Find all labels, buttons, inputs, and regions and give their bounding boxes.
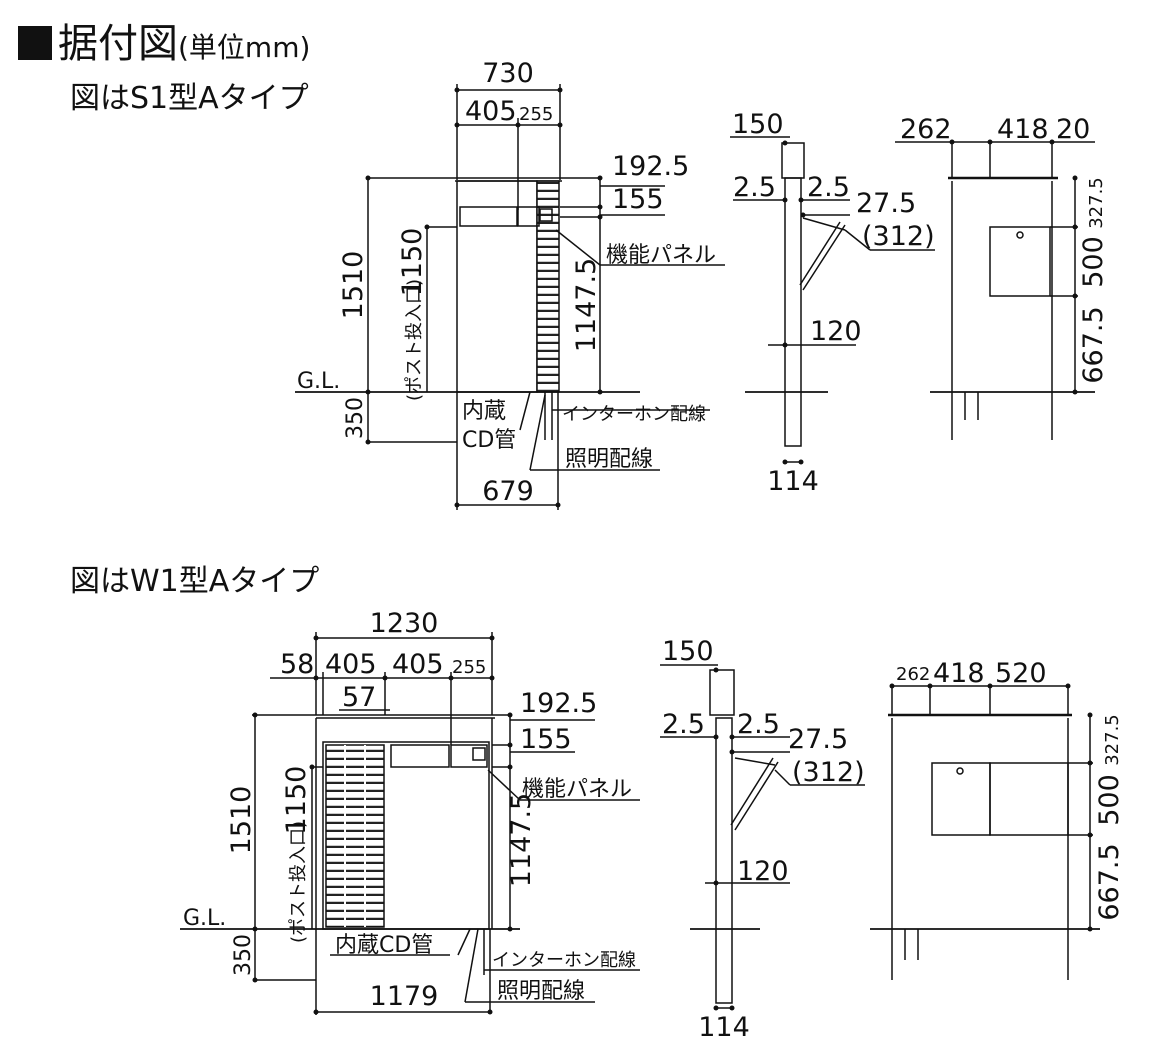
w1-light-label: 照明配線 bbox=[497, 979, 585, 1004]
s1-rear-500: 500 bbox=[1078, 236, 1109, 288]
w1-post-label: (ポスト投入口) bbox=[288, 821, 309, 943]
s1-cd-label-2: CD管 bbox=[462, 428, 516, 453]
w1-side-150: 150 bbox=[662, 636, 714, 667]
s1-rear-20: 20 bbox=[1056, 114, 1090, 145]
w1-width-405-a: 405 bbox=[325, 649, 377, 680]
s1-side-114: 114 bbox=[767, 466, 819, 497]
s1-height-1150: 1150 bbox=[397, 228, 428, 297]
dimension-dots bbox=[252, 87, 1093, 1015]
w1-side-view bbox=[660, 664, 865, 1009]
s1-panel-label: 機能パネル bbox=[606, 243, 716, 268]
w1-front-view bbox=[180, 632, 640, 1015]
s1-width-679: 679 bbox=[482, 476, 534, 507]
w1-rear-500: 500 bbox=[1094, 774, 1125, 826]
w1-height-1150: 1150 bbox=[281, 766, 312, 835]
s1-cd-label-1: 内蔵 bbox=[462, 399, 506, 424]
w1-side-120: 120 bbox=[737, 856, 789, 887]
w1-rear-262: 262 bbox=[896, 664, 930, 685]
w1-width-57: 57 bbox=[342, 682, 376, 713]
title-unit: (単位mm) bbox=[178, 31, 311, 64]
w1-height-1510: 1510 bbox=[226, 786, 257, 855]
s1-dim-192-5: 192.5 bbox=[612, 151, 689, 182]
w1-side-2-5-left: 2.5 bbox=[662, 709, 705, 740]
s1-side-120: 120 bbox=[810, 316, 862, 347]
s1-dim-155: 155 bbox=[612, 184, 664, 215]
s1-post-label: (ポスト投入口) bbox=[404, 279, 425, 401]
w1-height-1147-5: 1147.5 bbox=[506, 793, 537, 887]
s1-rear-667-5: 667.5 bbox=[1078, 306, 1109, 383]
w1-side-312: (312) bbox=[792, 757, 865, 788]
s1-side-27-5: 27.5 bbox=[856, 188, 916, 219]
s1-side-312: (312) bbox=[862, 221, 935, 252]
w1-depth-350: 350 bbox=[231, 934, 256, 976]
s1-intercom-label: インターホン配線 bbox=[562, 404, 706, 425]
w1-cd-label: 内蔵CD管 bbox=[335, 933, 433, 958]
s1-height-1510: 1510 bbox=[338, 251, 369, 320]
s1-gl-label: G.L. bbox=[297, 369, 340, 394]
title-main: 据付図 bbox=[58, 21, 178, 67]
s1-width-255: 255 bbox=[519, 104, 553, 125]
w1-rear-view bbox=[870, 685, 1100, 980]
s1-rear-262: 262 bbox=[900, 114, 952, 145]
s1-rear-418: 418 bbox=[997, 114, 1049, 145]
w1-width-58: 58 bbox=[280, 649, 314, 680]
s1-caption: 図はS1型Aタイプ bbox=[70, 81, 309, 116]
w1-panel-label: 機能パネル bbox=[522, 777, 632, 802]
s1-side-2-5-left: 2.5 bbox=[733, 172, 776, 203]
w1-rear-327-5: 327.5 bbox=[1102, 714, 1123, 766]
s1-width-405: 405 bbox=[465, 96, 517, 127]
s1-light-label: 照明配線 bbox=[565, 447, 653, 472]
s1-width-730: 730 bbox=[482, 58, 534, 89]
w1-rear-520: 520 bbox=[995, 658, 1047, 689]
s1-side-150: 150 bbox=[732, 109, 784, 140]
w1-width-1230: 1230 bbox=[370, 608, 439, 639]
s1-rear-view bbox=[895, 141, 1095, 440]
w1-width-255: 255 bbox=[452, 657, 486, 678]
w1-side-27-5: 27.5 bbox=[788, 724, 848, 755]
w1-width-405-b: 405 bbox=[392, 649, 444, 680]
square-bullet-icon bbox=[18, 26, 52, 60]
w1-side-2-5-right: 2.5 bbox=[737, 709, 780, 740]
s1-side-2-5-right: 2.5 bbox=[807, 172, 850, 203]
page-title: 据付図(単位mm) bbox=[18, 20, 310, 72]
w1-dim-155: 155 bbox=[520, 724, 572, 755]
w1-width-1179: 1179 bbox=[370, 981, 439, 1012]
w1-gl-label: G.L. bbox=[183, 906, 226, 931]
s1-height-1147-5: 1147.5 bbox=[571, 258, 602, 352]
w1-side-114: 114 bbox=[698, 1012, 750, 1043]
w1-rear-667-5: 667.5 bbox=[1094, 843, 1125, 920]
s1-front-view bbox=[295, 84, 725, 510]
w1-dim-192-5: 192.5 bbox=[520, 688, 597, 719]
s1-depth-350: 350 bbox=[343, 397, 368, 439]
s1-rear-327-5: 327.5 bbox=[1086, 177, 1107, 229]
w1-rear-418: 418 bbox=[933, 658, 985, 689]
w1-caption: 図はW1型Aタイプ bbox=[70, 564, 320, 599]
w1-intercom-label: インターホン配線 bbox=[492, 950, 636, 971]
s1-side-view bbox=[730, 136, 935, 463]
